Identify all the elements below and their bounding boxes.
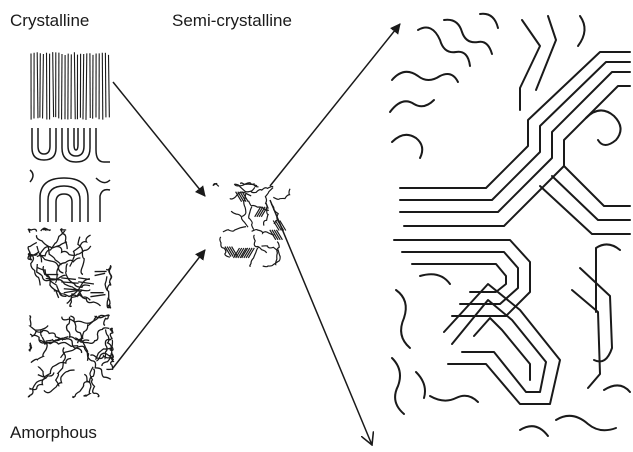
zoom-arrow-top (270, 24, 400, 186)
label-crystalline: Crystalline (10, 12, 89, 29)
arrow-amorphous-to-semi (113, 250, 205, 368)
panel-folded-chains (30, 128, 110, 222)
semi-crystalline-sample (213, 183, 290, 267)
arrow-crystalline-to-semi (113, 82, 205, 196)
label-semi-crystalline: Semi-crystalline (172, 12, 292, 29)
enlarged-semi-crystalline-view (390, 14, 630, 436)
zoom-arrow-bottom (270, 200, 372, 445)
label-amorphous: Amorphous (10, 424, 97, 441)
panel-mixed-chains (28, 228, 112, 308)
panel-crystalline-lamellae (30, 52, 110, 122)
panel-random-coil (28, 315, 113, 397)
